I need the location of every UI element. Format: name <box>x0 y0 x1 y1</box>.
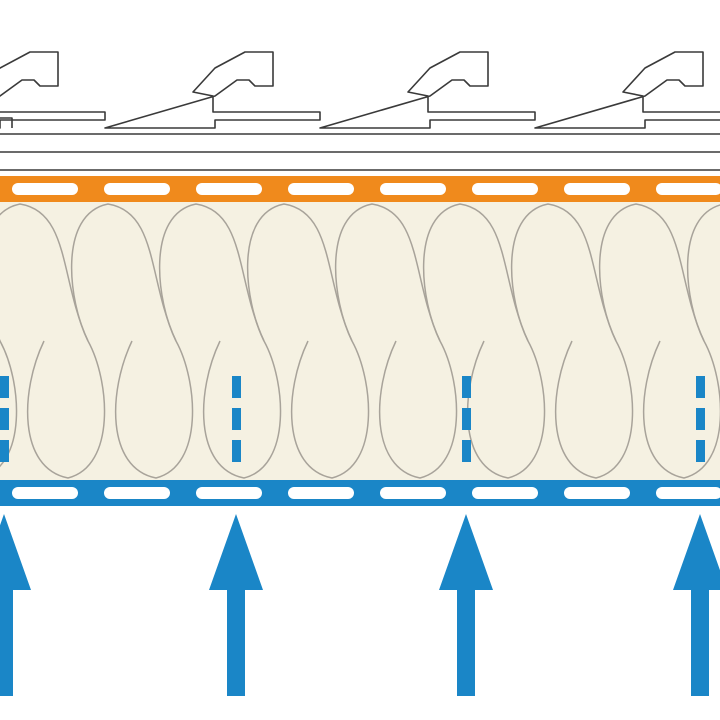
insulation-wave-lower <box>26 340 106 479</box>
diffusion-dash-icon <box>0 408 9 430</box>
roof-tile <box>0 51 106 129</box>
arrow-up-icon <box>673 514 720 696</box>
diffusion-dash-icon <box>232 408 241 430</box>
insulation-wave-lower <box>642 340 720 479</box>
moisture-arrows <box>0 514 720 696</box>
insulation-wave-lower <box>290 340 370 479</box>
arrow-up-icon <box>209 514 263 696</box>
insulation <box>0 202 720 480</box>
insulation-wave-upper <box>158 203 265 342</box>
diffusion-dash-icon <box>462 408 471 430</box>
membrane-slot <box>196 183 262 195</box>
diffusion-dash-icon <box>0 376 9 398</box>
insulation-wave-lower <box>114 340 194 479</box>
battens <box>0 133 720 171</box>
membrane-slot <box>288 487 354 499</box>
insulation-wave-lower <box>202 340 282 479</box>
membrane-slot <box>656 487 720 499</box>
arrow-up-icon <box>439 514 493 696</box>
insulation-wave-upper <box>70 203 177 342</box>
diffusion-dash-icon <box>232 376 241 398</box>
diffusion-dash-icon <box>696 408 705 430</box>
membrane-slot <box>564 183 630 195</box>
membrane-slot <box>656 183 720 195</box>
arrow-up-icon <box>0 514 31 696</box>
insulation-block <box>0 202 720 480</box>
diffusion-dash-icon <box>696 440 705 462</box>
diffusion-dashes <box>0 376 705 462</box>
roof-tile-edge <box>0 117 13 128</box>
vapour-open-membrane <box>0 176 720 202</box>
membrane-slot <box>472 183 538 195</box>
membrane-slot <box>288 183 354 195</box>
roof-tile <box>104 51 321 129</box>
roof-tiles <box>0 51 720 129</box>
insulation-wave-upper <box>246 203 353 342</box>
membrane-slot <box>104 487 170 499</box>
diffusion-dash-icon <box>696 376 705 398</box>
membrane-slot <box>380 183 446 195</box>
membrane-slot <box>564 487 630 499</box>
insulation-wave-lower <box>0 340 18 467</box>
membrane-slot <box>12 183 78 195</box>
insulation-wave-upper <box>686 204 720 342</box>
diffusion-dash-icon <box>462 440 471 462</box>
insulation-wave-upper <box>598 203 705 342</box>
insulation-wave-lower <box>378 340 458 479</box>
membrane-slot <box>380 487 446 499</box>
membrane-slot <box>104 183 170 195</box>
insulation-wave-upper <box>422 203 529 342</box>
diffusion-dash-icon <box>462 376 471 398</box>
insulation-waves <box>0 203 720 479</box>
membrane-slot <box>12 487 78 499</box>
insulation-wave-lower <box>554 340 634 479</box>
membrane-slot <box>472 487 538 499</box>
insulation-wave-upper <box>334 203 441 342</box>
roof-tile <box>534 51 720 129</box>
insulation-wave-upper <box>0 203 89 342</box>
membrane-slot <box>196 487 262 499</box>
insulation-wave-upper <box>510 203 617 342</box>
diffusion-dash-icon <box>232 440 241 462</box>
vapour-control-layer <box>0 480 720 506</box>
roof-tile <box>319 51 536 129</box>
diffusion-dash-icon <box>0 440 9 462</box>
